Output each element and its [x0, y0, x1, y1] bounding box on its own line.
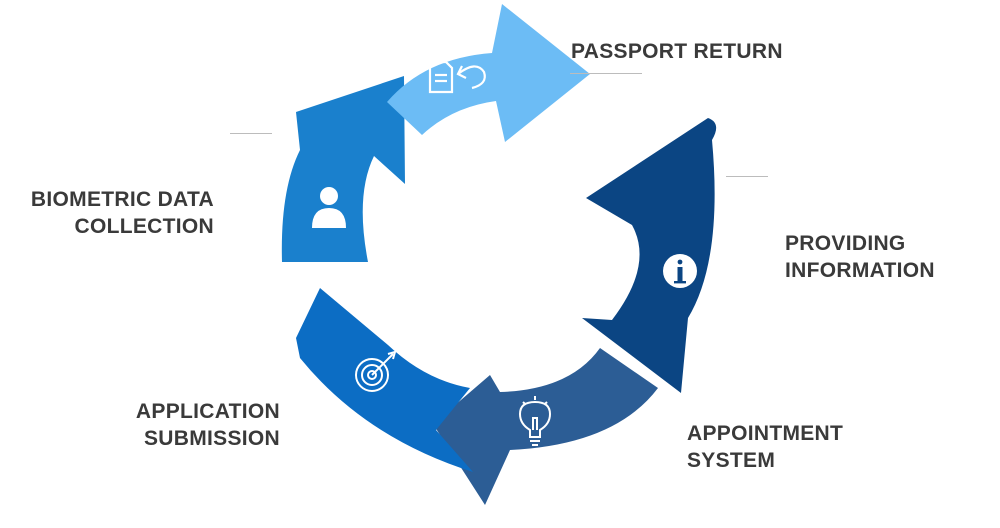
- label-providing-information: PROVIDING INFORMATION: [785, 232, 935, 282]
- leader-line-biometric-data-collection: [230, 133, 272, 134]
- info-icon: [663, 254, 697, 288]
- label-passport-return: PASSPORT RETURN: [571, 40, 783, 63]
- segment-providing-information: [582, 118, 717, 393]
- label-appointment-system: APPOINTMENT SYSTEM: [687, 422, 844, 472]
- label-biometric-data-collection: BIOMETRIC DATA COLLECTION: [30, 188, 214, 238]
- lightbulb-icon: [518, 396, 552, 446]
- user-icon: [312, 187, 346, 228]
- segment-passport-return: [387, 4, 590, 142]
- document-return-icon: [428, 60, 486, 94]
- label-application-submission: APPLICATION SUBMISSION: [135, 400, 280, 450]
- segment-application-submission: [296, 288, 473, 472]
- leader-line-passport-return: [570, 73, 642, 74]
- target-icon: [355, 350, 397, 392]
- leader-line-providing-information: [726, 176, 768, 177]
- segment-biometric-data-collection: [281, 76, 405, 262]
